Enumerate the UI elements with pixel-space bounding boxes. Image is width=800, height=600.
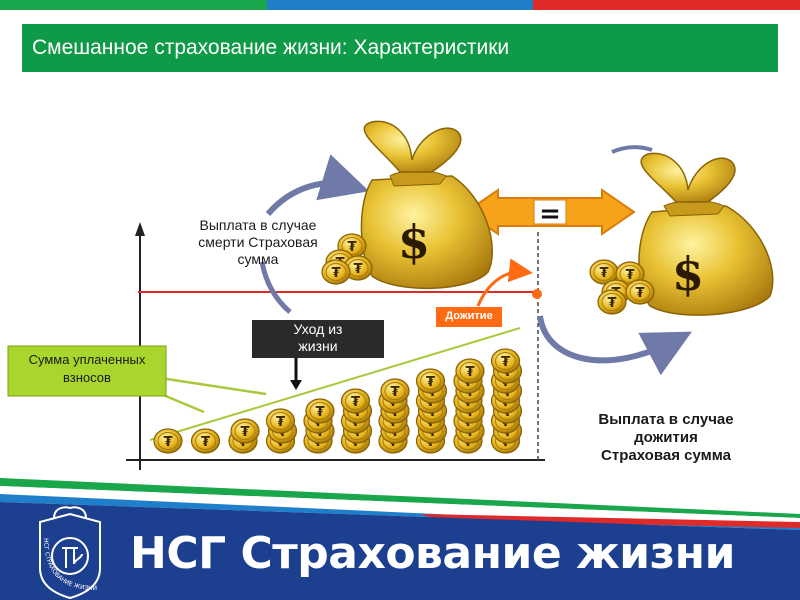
coin-stack: ₮ [153,428,183,454]
svg-text:₮: ₮ [635,286,644,301]
death-payout-line-1: Выплата в случае [199,217,317,233]
slide-title: Смешанное страхование жизни: Характерист… [32,36,510,59]
brand-emblem [39,506,101,600]
death-money-bag: $ [360,120,493,289]
coin-stack: ₮ [190,428,221,454]
svg-text:₮: ₮ [607,296,616,311]
premiums-line [149,327,521,441]
premiums-sum-line-1: Сумма уплаченных [28,352,146,367]
bag-dollar-right: $ [672,247,704,301]
title-bar: Смешанное страхование жизни: Характерист… [22,24,778,72]
survival-payout-arrow [537,315,692,376]
svg-text:₮: ₮ [315,405,324,420]
top-stripe-blue [266,0,534,10]
equal-box [533,199,567,225]
survival-money-bag: $ [638,152,774,316]
svg-text:₮: ₮ [163,435,172,450]
leaving-life-label-box [252,320,384,358]
coin: ₮ [190,428,221,454]
coin-stack: ₮₮₮ [265,408,298,454]
coin: ₮ [380,378,410,404]
svg-text:₮: ₮ [625,268,634,283]
loose-coin: ₮ [625,279,655,305]
brand-name: НСГ Страхование жизни [130,528,735,579]
death-payout-arrow [265,154,370,216]
footer-band: НСГ СТРАХОВАНИЕ ЖИЗНИ [0,478,800,600]
leaving-life-pointer-head [290,380,302,390]
leaving-life-label: Уход из жизни [252,321,384,355]
coin: ₮ [305,398,335,424]
svg-text:₮: ₮ [465,365,474,380]
survival-payout-line-3: Страховая сумма [601,447,731,464]
svg-text:₮: ₮ [351,395,360,410]
svg-text:₮: ₮ [390,385,399,400]
coin-stack: ₮₮ [228,418,260,454]
coin: ₮ [455,358,485,384]
death-payout-arrow-tail [259,261,292,314]
death-payout-line-3: сумма [237,251,279,267]
top-color-stripe [0,0,800,10]
coin: ₮ [415,368,446,394]
survival-payout-label: Выплата в случае дожития Страховая сумма [560,411,772,465]
coin: ₮ [153,428,183,454]
coin-stack: ₮₮₮₮₮₮ [378,378,410,454]
survival-tag-box [436,307,502,327]
loose-coin: ₮ [321,259,351,285]
survival-arrow-top [611,145,653,154]
coin: ₮ [265,408,296,434]
leaving-life-line-2: жизни [298,338,338,354]
leaving-life-line-1: Уход из [293,321,343,337]
coin: ₮ [230,418,260,444]
svg-text:₮: ₮ [276,415,285,430]
svg-text:₮: ₮ [331,266,340,281]
loose-coins-right: ₮₮₮₮₮ [589,259,655,315]
loose-coins-left: ₮₮₮₮ [321,233,373,285]
svg-text:₮: ₮ [353,262,362,277]
coin-stack: ₮₮₮₮₮₮₮ [415,368,448,454]
survival-tag: Дожитие [445,310,493,322]
loose-coin: ₮ [597,289,627,315]
coin-stacks: ₮₮₮₮₮₮₮₮₮₮₮₮₮₮₮₮₮₮₮₮₮₮₮₮₮₮₮₮₮₮₮₮₮₮₮₮₮₮₮₮… [153,348,523,454]
survival-arrow-orange [476,258,533,307]
equal-sign: = [539,199,561,229]
premiums-sum-line-2: взносов [63,370,111,385]
svg-text:₮: ₮ [501,355,510,370]
coin: ₮ [490,348,521,374]
y-axis-arrowhead [135,222,145,236]
premiums-label-box [7,345,167,397]
coin: ₮ [340,388,371,414]
svg-text:₮: ₮ [347,240,356,255]
coin-stack: ₮₮₮₮ [303,398,335,454]
loose-coin: ₮ [343,255,373,281]
bag-dollar-left: $ [398,215,430,269]
coin-stack: ₮₮₮₮₮ [340,388,373,454]
death-payout-line-2: смерти Страховая [198,234,318,250]
survival-payout-line-1: Выплата в случае [598,411,734,428]
top-stripe-green [0,0,267,10]
svg-text:₮: ₮ [201,435,210,450]
top-stripe-red [533,0,800,10]
coin-stack: ₮₮₮₮₮₮₮₮ [453,358,485,454]
death-payout-label: Выплата в случае смерти Страховая сумма [172,217,344,268]
svg-text:₮: ₮ [426,375,435,390]
premiums-pointer-1 [159,376,267,396]
survival-point [532,289,542,299]
svg-text:₮: ₮ [599,266,608,281]
coin-stack: ₮₮₮₮₮₮₮₮₮ [490,348,523,454]
svg-text:₮: ₮ [240,425,249,440]
premiums-sum-label: Сумма уплаченных взносов [8,351,166,387]
survival-payout-line-2: дожития [634,429,698,446]
